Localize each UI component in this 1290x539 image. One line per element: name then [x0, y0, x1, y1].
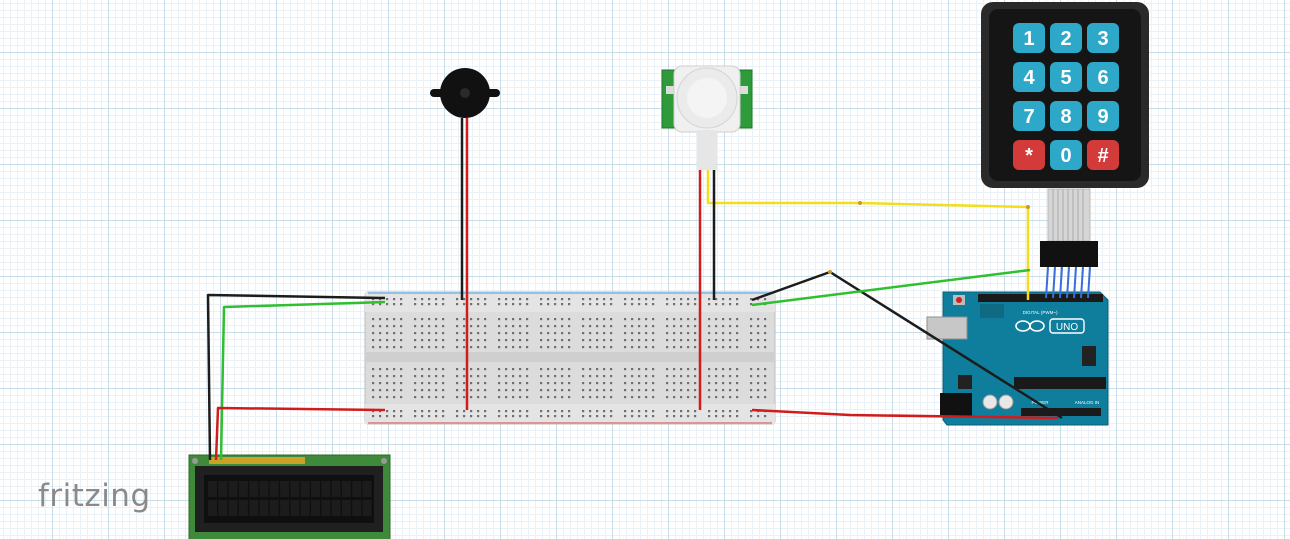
keypad-key-label: 0 — [1060, 145, 1071, 167]
atmega-chip — [1014, 377, 1106, 389]
keypad-key-0[interactable]: 0 — [1050, 140, 1082, 170]
keypad-key-9[interactable]: 9 — [1087, 101, 1119, 131]
fritzing-logo: fritzing — [38, 478, 151, 514]
wire-lcd-vcc — [214, 406, 386, 461]
keypad-key-star[interactable]: * — [1013, 140, 1045, 170]
keypad-key-5[interactable]: 5 — [1050, 62, 1082, 92]
keypad-key-3[interactable]: 3 — [1087, 23, 1119, 53]
power-jack — [940, 393, 972, 417]
keypad-key-4[interactable]: 4 — [1013, 62, 1045, 92]
keypad[interactable]: 1 2 3 4 5 6 7 8 9 * 0 # — [981, 2, 1149, 267]
arduino-logo-text: UNO — [1056, 322, 1078, 333]
usb-port — [926, 316, 968, 340]
wire-keypad-bus — [1045, 266, 1091, 299]
wire-lcd-data — [219, 300, 386, 461]
arduino-uno[interactable]: UNO DIGITAL (PWM~) POWER ANALOG IN — [926, 291, 1109, 426]
pir-sensor[interactable] — [661, 65, 753, 170]
keypad-key-label: * — [1025, 145, 1033, 167]
keypad-key-label: 9 — [1097, 106, 1108, 128]
digital-header-label: DIGITAL (PWM~) — [1023, 310, 1058, 315]
power-header-label: POWER — [1031, 400, 1049, 405]
power-analog-header — [1021, 408, 1101, 416]
keypad-connector — [1040, 241, 1098, 267]
keypad-key-label: 6 — [1097, 67, 1108, 89]
keypad-key-hash[interactable]: # — [1087, 140, 1119, 170]
keypad-key-label: 1 — [1023, 28, 1034, 50]
wire-lcd-gnd — [206, 293, 386, 461]
buzzer[interactable] — [430, 68, 500, 118]
keypad-ribbon-cable — [1047, 188, 1091, 242]
wires — [206, 118, 1091, 461]
digital-header — [978, 294, 1103, 302]
keypad-key-label: 7 — [1023, 106, 1034, 128]
keypad-key-8[interactable]: 8 — [1050, 101, 1082, 131]
wire-pir-out — [706, 170, 1030, 300]
keypad-key-label: # — [1097, 145, 1108, 167]
keypad-key-label: 2 — [1060, 28, 1071, 50]
keypad-key-2[interactable]: 2 — [1050, 23, 1082, 53]
wire-arduino-5v — [751, 408, 1059, 420]
keypad-key-label: 8 — [1060, 106, 1071, 128]
analog-header-label: ANALOG IN — [1075, 400, 1100, 405]
keypad-key-label: 4 — [1023, 67, 1035, 89]
keypad-key-6[interactable]: 6 — [1087, 62, 1119, 92]
keypad-key-label: 5 — [1060, 67, 1071, 89]
keypad-key-label: 3 — [1097, 28, 1108, 50]
lcd-16x2[interactable] — [188, 454, 391, 539]
lcd-header-pins — [209, 457, 305, 464]
arduino-logo-icon — [1015, 318, 1085, 334]
keypad-key-1[interactable]: 1 — [1013, 23, 1045, 53]
wire-arduino-data — [751, 268, 1031, 307]
keypad-key-7[interactable]: 7 — [1013, 101, 1045, 131]
breadboard[interactable] — [364, 291, 776, 425]
